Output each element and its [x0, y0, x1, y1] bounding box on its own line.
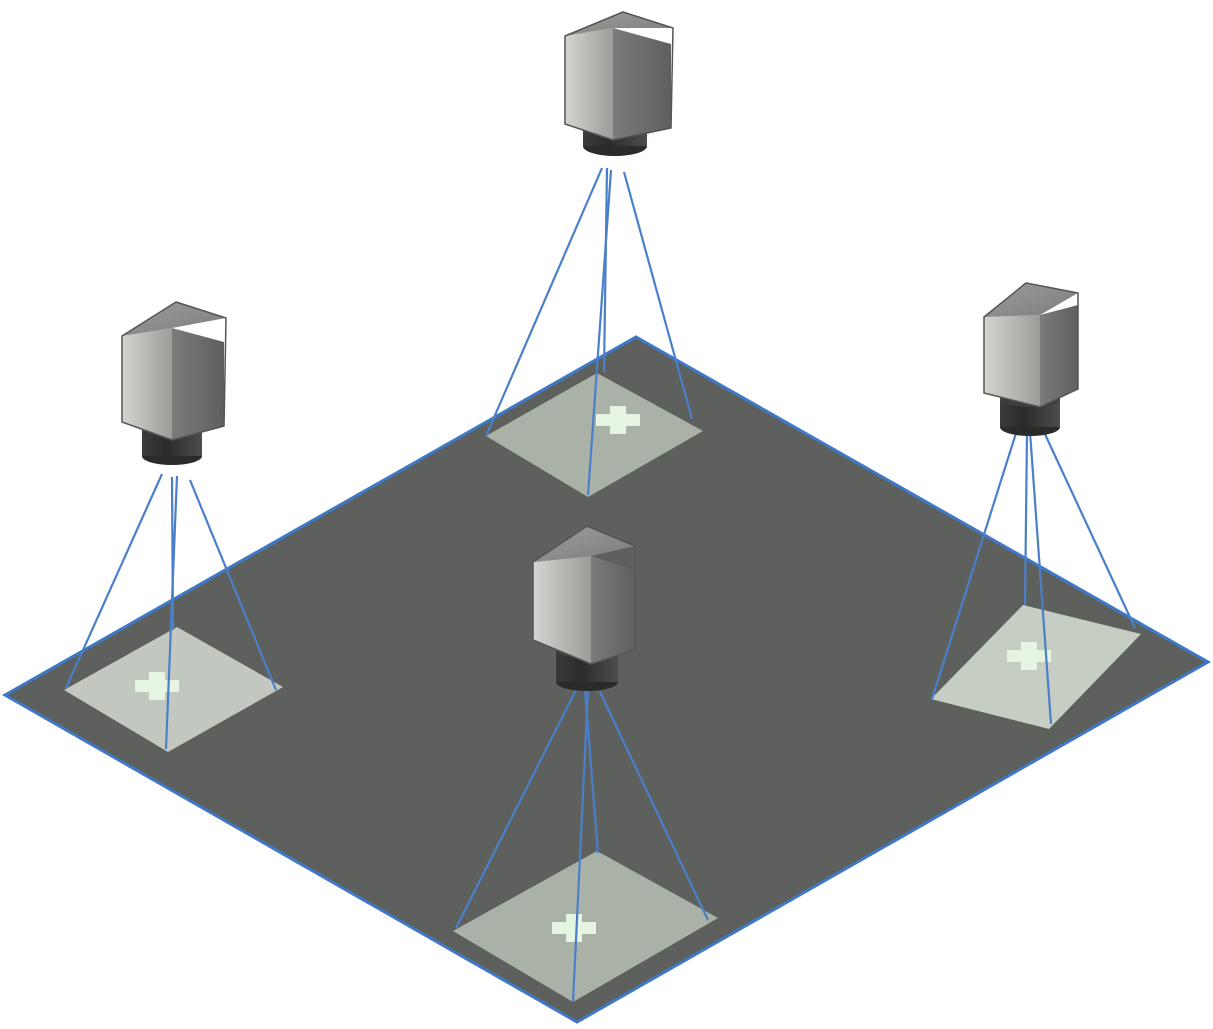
- fov-rays-front: [455, 687, 709, 1003]
- cross-marker-icon: [1007, 642, 1051, 670]
- fov-area-top: [486, 373, 703, 497]
- cross-marker-icon: [596, 406, 640, 434]
- cross-marker-icon: [552, 914, 596, 942]
- camera-icon: [983, 282, 1079, 436]
- camera-icon: [121, 301, 227, 465]
- fov-rays-left: [64, 473, 278, 750]
- fov-rays-top: [484, 167, 694, 496]
- fov-rays-right: [930, 429, 1136, 725]
- camera-icon: [532, 525, 636, 691]
- camera-icon: [564, 11, 674, 156]
- cross-marker-icon: [135, 672, 179, 700]
